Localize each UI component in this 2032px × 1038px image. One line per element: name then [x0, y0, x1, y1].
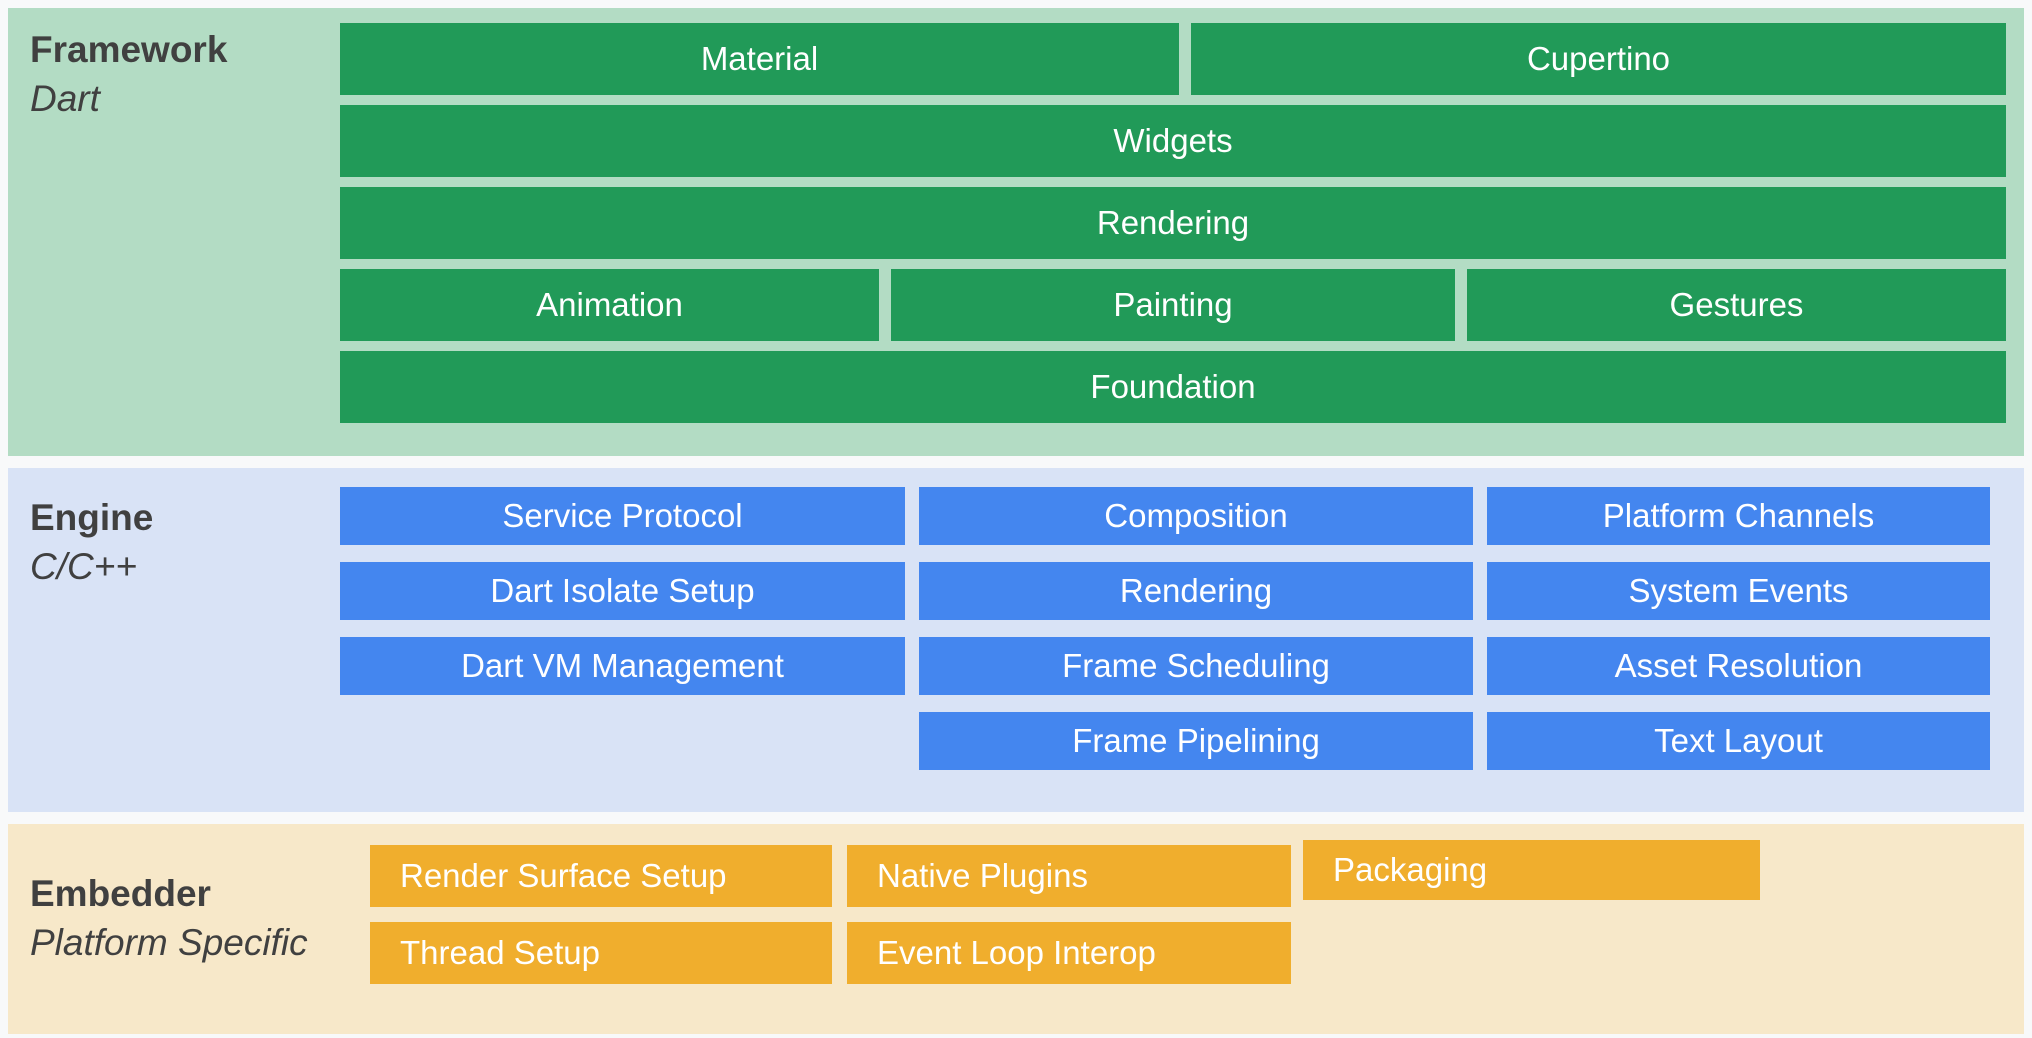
embedder-layer-title: Embedder [30, 873, 211, 914]
box-dart-vm-management: Dart VM Management [340, 637, 905, 695]
box-event-loop-interop: Event Loop Interop [847, 922, 1291, 984]
engine-layer-subtitle: C/C++ [30, 545, 137, 587]
box-foundation: Foundation [340, 351, 2006, 423]
embedder-layer-label: Embedder Platform Specific [30, 870, 308, 968]
box-text-layout: Text Layout [1487, 712, 1990, 770]
box-composition: Composition [919, 487, 1473, 545]
engine-layer: Engine C/C++ Service Protocol Compositio… [8, 468, 2024, 812]
box-system-events: System Events [1487, 562, 1990, 620]
box-render-surface-setup: Render Surface Setup [370, 845, 832, 907]
box-thread-setup: Thread Setup [370, 922, 832, 984]
framework-layer: Framework Dart Material Cupertino Widget… [8, 8, 2024, 456]
box-platform-channels: Platform Channels [1487, 487, 1990, 545]
framework-layer-label: Framework Dart [30, 26, 227, 124]
box-asset-resolution: Asset Resolution [1487, 637, 1990, 695]
embedder-layer-subtitle: Platform Specific [30, 921, 308, 963]
box-cupertino: Cupertino [1191, 23, 2006, 95]
box-widgets: Widgets [340, 105, 2006, 177]
box-frame-pipelining: Frame Pipelining [919, 712, 1473, 770]
box-animation: Animation [340, 269, 879, 341]
box-engine-rendering: Rendering [919, 562, 1473, 620]
box-framework-rendering: Rendering [340, 187, 2006, 259]
box-packaging: Packaging [1303, 840, 1760, 900]
framework-layer-subtitle: Dart [30, 77, 100, 119]
box-gestures: Gestures [1467, 269, 2006, 341]
framework-layer-title: Framework [30, 29, 228, 70]
engine-layer-title: Engine [30, 497, 154, 538]
box-material: Material [340, 23, 1179, 95]
box-frame-scheduling: Frame Scheduling [919, 637, 1473, 695]
box-service-protocol: Service Protocol [340, 487, 905, 545]
box-native-plugins: Native Plugins [847, 845, 1291, 907]
engine-layer-label: Engine C/C++ [30, 494, 153, 592]
box-dart-isolate-setup: Dart Isolate Setup [340, 562, 905, 620]
box-painting: Painting [891, 269, 1455, 341]
embedder-layer: Embedder Platform Specific Render Surfac… [8, 824, 2024, 1034]
